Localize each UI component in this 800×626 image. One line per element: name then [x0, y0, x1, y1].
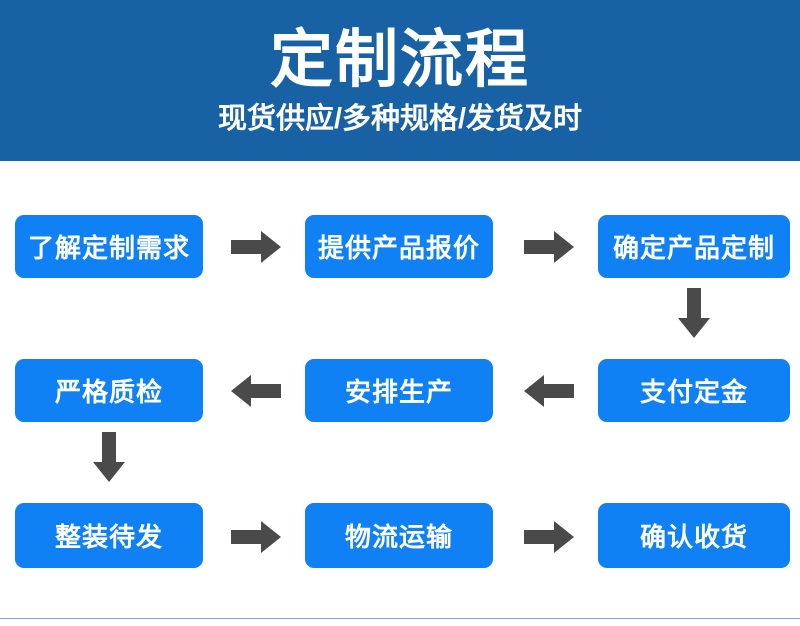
arrow-right-icon-4: [524, 520, 574, 554]
arrow-left-icon-2: [524, 374, 574, 408]
header-banner: 定制流程 现货供应/多种规格/发货及时: [0, 0, 800, 161]
flow-node-logistics-transport[interactable]: 物流运输: [305, 503, 493, 568]
process-flow-diagram: 了解定制需求 提供产品报价 确定产品定制 严格质检 安排生产: [0, 161, 800, 618]
flow-node-confirm-customization[interactable]: 确定产品定制: [598, 215, 790, 278]
flow-node-strict-inspection[interactable]: 严格质检: [15, 359, 203, 422]
arrow-right-icon-1: [231, 230, 281, 264]
next-section-sliver: [0, 619, 800, 626]
flow-node-provide-quotation[interactable]: 提供产品报价: [305, 215, 493, 278]
page-title: 定制流程: [270, 25, 530, 95]
arrow-right-icon-3: [231, 520, 281, 554]
flow-node-understand-requirements[interactable]: 了解定制需求: [15, 215, 203, 278]
flow-node-confirm-receipt[interactable]: 确认收货: [598, 503, 790, 568]
arrow-down-icon-2: [92, 432, 126, 482]
arrow-down-icon-1: [677, 288, 711, 338]
flow-node-arrange-production[interactable]: 安排生产: [305, 359, 493, 422]
arrow-right-icon-2: [524, 230, 574, 264]
flow-node-ready-for-shipment[interactable]: 整装待发: [15, 503, 203, 568]
page-subtitle: 现货供应/多种规格/发货及时: [217, 103, 583, 135]
flow-node-pay-deposit[interactable]: 支付定金: [598, 359, 790, 422]
section-divider: [0, 618, 800, 619]
arrow-left-icon-1: [231, 374, 281, 408]
